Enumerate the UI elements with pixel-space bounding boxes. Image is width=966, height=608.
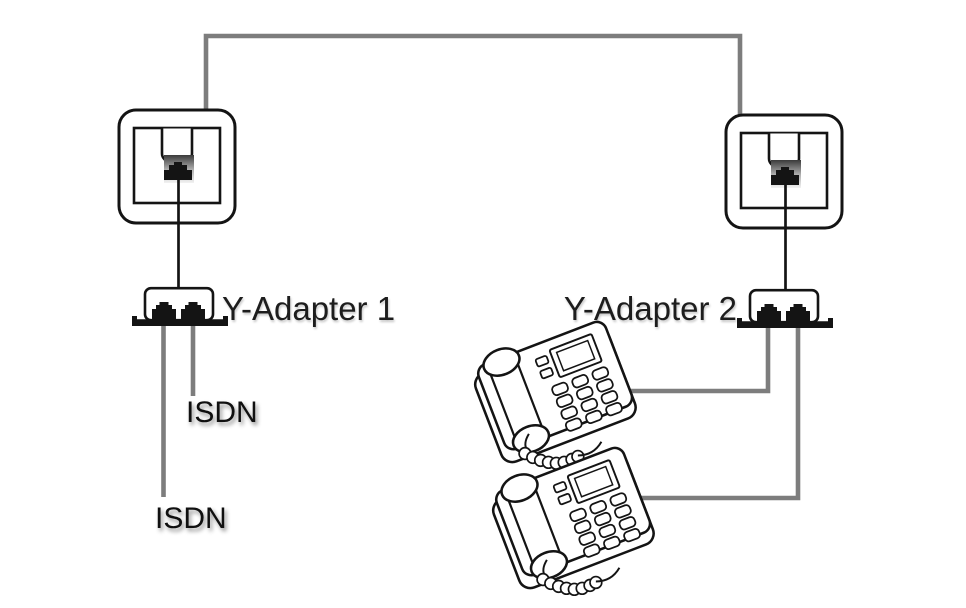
y-adapter-2-icon [735, 288, 835, 330]
y-adapter-1-icon [130, 286, 230, 328]
desk-phone-1 [466, 311, 639, 469]
isdn-label-upper: ISDN [186, 396, 258, 429]
s0-bus-cable [203, 33, 743, 118]
isdn-label-lower: ISDN [155, 502, 227, 535]
phone-cable-upper [618, 320, 771, 394]
wall-socket-right [724, 113, 844, 230]
y-adapter-2-label: Y-Adapter 2 [563, 290, 737, 327]
wall-socket-left [117, 108, 237, 225]
y-adapter-1-label: Y-Adapter 1 [222, 290, 396, 327]
phone-cable-lower [625, 320, 801, 501]
